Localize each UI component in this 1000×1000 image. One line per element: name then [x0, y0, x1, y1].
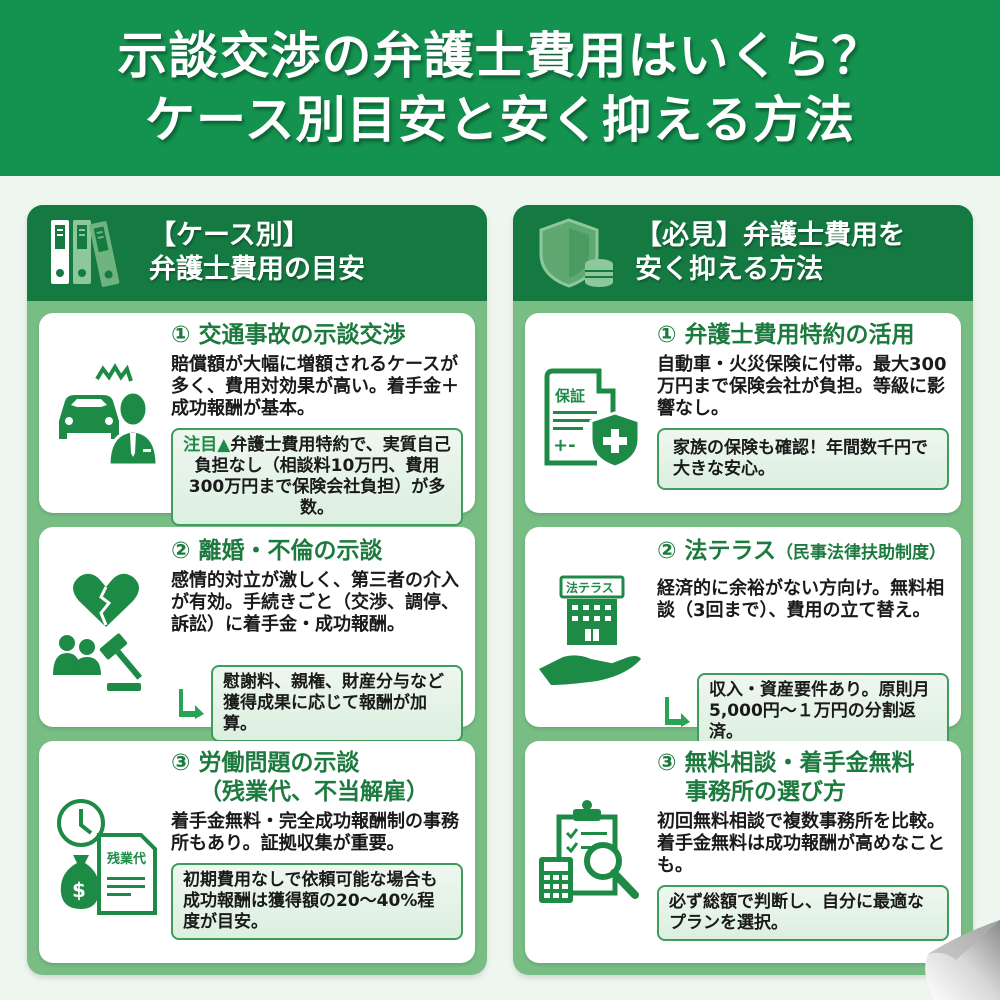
card-description: 初回無料相談で複数事務所を比較。着手金無料は成功報酬が高めなことも。 — [657, 811, 945, 876]
method-card-free-consultation: ③ 無料相談・着手金無料 事務所の選び方 初回無料相談で複数事務所を比較。着手金… — [525, 741, 961, 963]
page-title-line1: 示談交渉の弁護士費用はいくら？ — [117, 27, 883, 85]
case-card-labor: 残業代 $ ③ 労働問題の示談 （残業代、不当解雇） 着手金無料・完全成功報酬制… — [39, 741, 475, 963]
card-note: 注目▲弁護士費用特約で、実質自己負担なし（相談料10万円、費用300万円まで保険… — [171, 428, 463, 526]
panel-title: 【ケース別】 弁護士費用の目安 — [149, 220, 365, 285]
card-title: ③ 無料相談・着手金無料 — [657, 750, 915, 776]
building-hand-icon: 法テラス — [539, 575, 641, 685]
card-title: ① 弁護士費用特約の活用 — [657, 322, 915, 348]
shield-coins-icon — [539, 218, 613, 288]
page-curl-decoration — [925, 920, 1000, 1000]
card-title: ① 交通事故の示談交渉 — [171, 322, 406, 348]
card-description: 自動車・火災保険に付帯。最大300万円まで保険会社が負担。等級に影響なし。 — [657, 354, 947, 419]
svg-text:残業代: 残業代 — [107, 851, 146, 867]
method-card-insurance-rider: 保証 +- ① 弁護士費用特約の活用 自動車・火災保険に付帯。最大300万円まで… — [525, 313, 961, 513]
attention-label: 注目▲ — [183, 435, 231, 455]
card-body: ② 法テラス（民事法律扶助制度） 経済的に余裕がない方向け。無料相談（3回まで）… — [657, 537, 949, 622]
card-description: 賠償額が大幅に増額されるケースが多く、費用対効果が高い。着手金＋成功報酬が基本。 — [171, 354, 459, 419]
cost-saving-panel: 【必見】弁護士費用を 安く抑える方法 保証 +- ① 弁護士費用特約の活用 自動… — [513, 205, 973, 975]
card-title: ② 離婚・不倫の示談 — [171, 538, 383, 564]
card-note: 慰謝料、親権、財産分与など獲得成果に応じて報酬が加算。 — [211, 665, 463, 742]
card-title: ② 法テラス（民事法律扶助制度） — [657, 538, 947, 564]
case-fee-panel: 【ケース別】 弁護士費用の目安 ① 交通事故の示談交渉 賠償額が大幅に増額される… — [27, 205, 487, 975]
panel-title: 【必見】弁護士費用を 安く抑える方法 — [635, 220, 905, 285]
card-subtitle: （残業代、不当解雇） — [199, 779, 429, 805]
card-body: ① 弁護士費用特約の活用 自動車・火災保険に付帯。最大300万円まで保険会社が負… — [657, 321, 949, 490]
card-description: 経済的に余裕がない方向け。無料相談（3回まで）、費用の立て替え。 — [657, 578, 945, 621]
binders-icon — [51, 220, 120, 287]
card-note: 初期費用なしで依頼可能な場合も成功報酬は獲得額の20〜40%程度が目安。 — [171, 863, 463, 940]
card-body: ③ 無料相談・着手金無料 事務所の選び方 初回無料相談で複数事務所を比較。着手金… — [657, 749, 949, 941]
card-note: 必ず総額で判断し、自分に最適なプランを選択。 — [657, 885, 949, 941]
page-title-line2: ケース別目安と安く抑える方法 — [145, 91, 855, 149]
card-description: 感情的対立が激しく、第三者の介入が有効。手続きごと（交渉、調停、訴訟）に着手金・… — [171, 570, 459, 635]
card-body: ② 離婚・不倫の示談 感情的対立が激しく、第三者の介入が有効。手続きごと（交渉、… — [171, 537, 463, 636]
insurance-document-shield-icon: 保証 +- — [544, 368, 641, 469]
svg-text:保証: 保証 — [554, 387, 585, 405]
card-title-line2: 事務所の選び方 — [685, 779, 846, 805]
note-row: 収入・資産要件あり。原則月5,000円〜１万円の分割返済。 — [665, 673, 949, 750]
panel-header: 【ケース別】 弁護士費用の目安 — [27, 205, 487, 301]
card-description: 着手金無料・完全成功報酬制の事務所もあり。証拠収集が重要。 — [171, 811, 459, 854]
card-note: 家族の保険も確認！年間数千円で大きな安心。 — [657, 428, 949, 490]
car-accident-person-icon — [59, 363, 159, 467]
arrow-down-right-icon — [665, 696, 690, 727]
header-banner: 示談交渉の弁護士費用はいくら？ ケース別目安と安く抑える方法 — [0, 0, 1000, 176]
note-row: 慰謝料、親権、財産分与など獲得成果に応じて報酬が加算。 — [179, 665, 463, 742]
card-body: ① 交通事故の示談交渉 賠償額が大幅に増額されるケースが多く、費用対効果が高い。… — [171, 321, 463, 526]
svg-text:法テラス: 法テラス — [566, 580, 614, 595]
case-card-traffic-accident: ① 交通事故の示談交渉 賠償額が大幅に増額されるケースが多く、費用対効果が高い。… — [39, 313, 475, 526]
card-title: ③ 労働問題の示談 — [171, 750, 360, 776]
method-card-houterasu: 法テラス ② 法テラス（民事法律扶助制度） 経済的に余裕がない方向け。無料相談（… — [525, 527, 961, 750]
card-body: ③ 労働問題の示談 （残業代、不当解雇） 着手金無料・完全成功報酬制の事務所もあ… — [171, 749, 463, 940]
clipboard-calculator-magnifier-icon — [539, 800, 639, 903]
clock-money-document-icon: 残業代 $ — [57, 799, 157, 915]
svg-text:+-: +- — [553, 435, 576, 456]
card-note: 収入・資産要件あり。原則月5,000円〜１万円の分割返済。 — [697, 673, 949, 750]
arrow-down-right-icon — [179, 688, 204, 719]
svg-text:$: $ — [72, 878, 86, 902]
case-card-divorce: ② 離婚・不倫の示談 感情的対立が激しく、第三者の介入が有効。手続きごと（交渉、… — [39, 527, 475, 742]
panel-header: 【必見】弁護士費用を 安く抑える方法 — [513, 205, 973, 301]
broken-heart-gavel-icon — [53, 573, 143, 691]
